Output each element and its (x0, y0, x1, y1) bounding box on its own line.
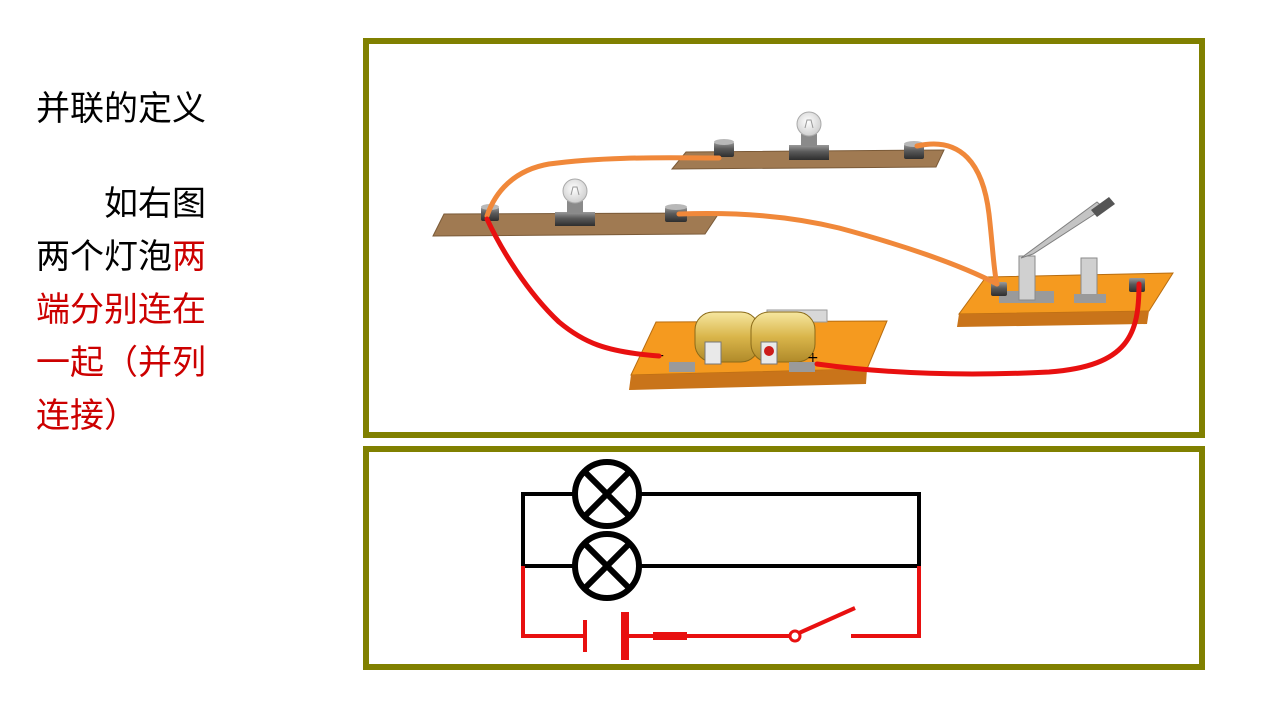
description-line-1: 如右图 (104, 184, 206, 224)
slide-title: 并联的定义 (36, 89, 206, 129)
orange-wire-lamp1-to-switch (676, 211, 1000, 287)
schematic-panel (363, 446, 1205, 670)
red-wire-battery-to-switch (814, 281, 1142, 377)
description: 如右图 两个灯泡两 端分别连在 一起（并列 连接） (36, 178, 256, 443)
binding-post (714, 139, 734, 157)
knife-switch (957, 197, 1174, 327)
schematic-red-right-wire (851, 566, 921, 638)
physical-circuit-illustration: − + (432, 111, 1174, 390)
battery-holder: − + (629, 309, 888, 390)
binding-post (665, 204, 687, 222)
schematic-top-branch-wire (637, 492, 921, 568)
lamp-board-1 (432, 178, 720, 237)
orange-wire-lamp1-to-lamp2 (484, 155, 722, 219)
lamp-board-2 (670, 111, 945, 170)
lamp-symbol-1 (572, 459, 642, 529)
description-line-5: 连接） (36, 396, 138, 436)
schematic-top-left-wire (521, 492, 577, 568)
red-wire-lamp1-to-battery (484, 216, 662, 359)
battery-cell (694, 311, 760, 365)
positive-terminal-label: + (807, 350, 819, 366)
orange-wire-lamp2-to-switch (914, 141, 1000, 287)
description-line-4: 一起（并列 (36, 343, 206, 383)
lightbulb-icon (789, 111, 829, 160)
schematic-red-left-wire (521, 566, 585, 638)
battery-symbol (583, 612, 687, 660)
switch-symbol (788, 606, 856, 643)
physical-circuit-panel: − + (363, 38, 1205, 438)
battery-cell (750, 311, 816, 365)
description-line-2: 两个灯泡两 (36, 237, 206, 277)
circuit-schematic (521, 459, 921, 660)
description-line-3: 端分别连在 (36, 290, 206, 330)
lamp-symbol-2 (572, 531, 642, 601)
text-column: 并联的定义 如右图 两个灯泡两 端分别连在 一起（并列 连接） (36, 84, 256, 443)
lightbulb-icon (555, 178, 595, 226)
